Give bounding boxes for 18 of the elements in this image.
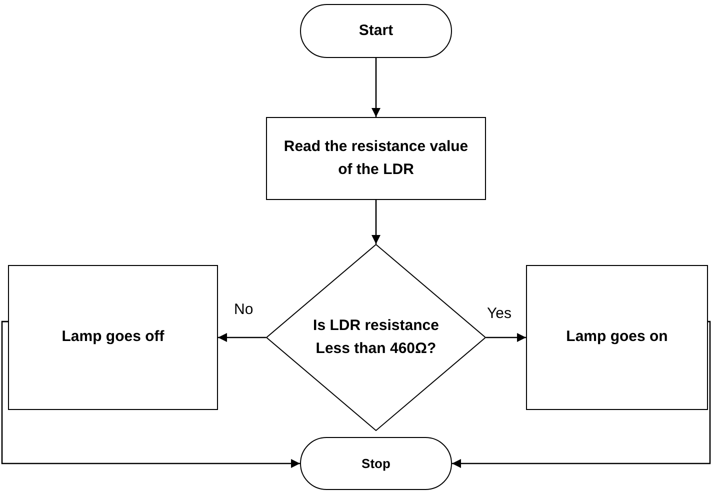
- arrow: [218, 333, 266, 342]
- arrow: [372, 58, 380, 117]
- process-box: [526, 265, 708, 410]
- decision-diamond: [266, 244, 486, 431]
- node-text: Lamp goes on: [566, 327, 668, 348]
- node-text: Is LDR resistance Less than 460Ω?: [312, 316, 440, 358]
- terminator-shape: [300, 4, 452, 58]
- node-text: Read the resistance value of the LDR: [282, 137, 470, 180]
- terminator-shape: [300, 437, 452, 490]
- node-text: Stop: [362, 454, 390, 473]
- arrow: [486, 333, 526, 342]
- process-box: [8, 265, 218, 410]
- node-text: Lamp goes off: [62, 327, 164, 348]
- arrow: [452, 320, 711, 468]
- arrow: [372, 200, 380, 244]
- process-box: [266, 117, 486, 200]
- node-text: Start: [358, 20, 394, 41]
- arrow: [1, 320, 300, 468]
